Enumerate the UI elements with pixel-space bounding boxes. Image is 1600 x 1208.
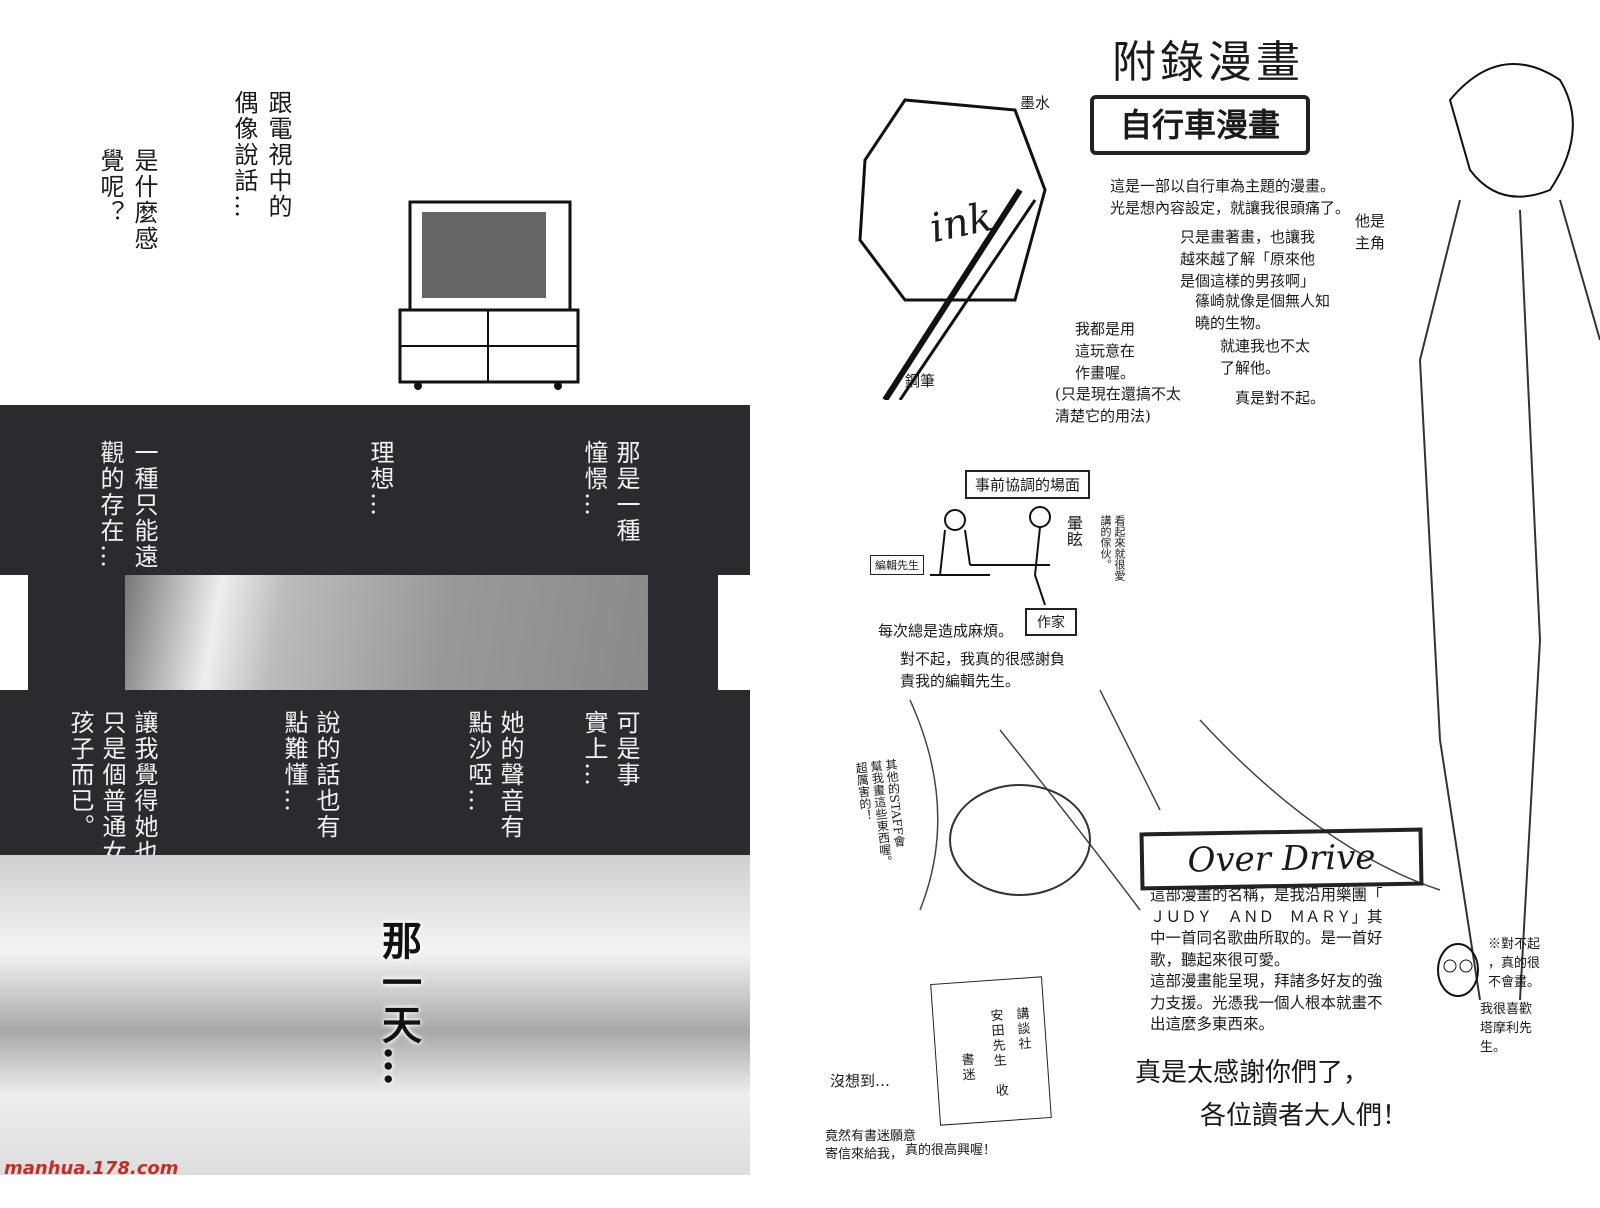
sorry-note: ※對不起 ，真的很 不會畫。 xyxy=(1488,937,1541,990)
cloud-sky-illustration xyxy=(0,855,750,1175)
watermark: manhua.178.com xyxy=(4,1158,179,1179)
thanks-line-2: 各位讀者大人們！ xyxy=(1200,1101,1409,1131)
narration-column: 是什麼感 xyxy=(130,148,158,252)
narration-column: 她的聲音有 xyxy=(496,710,524,840)
dark-panel xyxy=(0,405,750,575)
narration-column: 覺呢？ xyxy=(96,148,124,226)
overdrive-description: 這部漫畫的名稱，是我沿用樂團「 ＪＵＤＹ ＡＮＤ ＭＡＲＹ」其 中一首同名歌曲所… xyxy=(1150,886,1383,1033)
meeting-title-box: 事前協調的場面 xyxy=(965,470,1091,499)
tamori-face-sketch xyxy=(1437,943,1479,997)
page-title: 附錄漫畫 xyxy=(1112,37,1304,88)
meeting-sketch xyxy=(930,506,1051,605)
subtitle-box: 自行車漫畫 xyxy=(1090,95,1310,155)
protagonist-sketch xyxy=(1418,63,1600,1000)
dark-panel xyxy=(0,690,750,855)
letter-sender: 書迷 xyxy=(958,1052,976,1084)
editor-label-box: 編輯先生 xyxy=(870,555,924,575)
happy-note: 真的很高興喔！ xyxy=(905,1143,997,1158)
tv-illustration xyxy=(398,200,580,390)
narration-column: 讓我覺得她也 xyxy=(130,710,158,866)
narration-column: 孩子而已。 xyxy=(66,710,94,840)
note: 就連我也不太 了解他。 xyxy=(1220,337,1311,377)
note: 真是對不起。 xyxy=(1235,389,1326,407)
narration-column: 一種只能遠 xyxy=(130,440,158,570)
fan-letter-envelope: 講談社 安田先生 收 書迷 xyxy=(930,976,1052,1126)
narration-column: 點難懂… xyxy=(280,710,308,814)
narration-column: 那是一種 xyxy=(612,440,640,544)
overdrive-logo: Over Drive xyxy=(1139,827,1424,891)
ink-label: 墨水 xyxy=(1020,94,1051,112)
narration-column: 實上… xyxy=(580,710,608,788)
note: 篠崎就像是個無人知 曉的生物。 xyxy=(1195,292,1331,332)
pen-label: 鋼筆 xyxy=(905,372,936,390)
narration-column: 說的話也有 xyxy=(312,710,340,840)
pen-note: 我都是用 這玩意在 作畫喔。 xyxy=(1075,320,1136,382)
letter-address: 講談社 xyxy=(1013,1006,1032,1053)
pen-note: (只是現在還搞不太 清楚它的用法) xyxy=(1055,385,1181,425)
trouble-note: 每次總是造成麻煩。 xyxy=(878,622,1014,640)
intro-note: 這是一部以自行車為主題的漫畫。 光是想內容設定，就讓我很頭痛了。 xyxy=(1110,177,1351,217)
that-day-text: 那一天… xyxy=(375,920,422,1088)
letter-recipient: 安田先生 收 xyxy=(987,1008,1009,1099)
narration-column: 偶像說話… xyxy=(230,90,258,220)
note: 只是畫著畫，也讓我 越來越了解「原來他 是個這樣的男孩啊」 xyxy=(1180,228,1316,290)
narration-column: 理想… xyxy=(366,440,394,518)
narration-column: 點沙啞… xyxy=(464,710,492,814)
thanks-line-1: 真是太感謝你們了， xyxy=(1135,1058,1370,1088)
seems-dizzy-note: 看起來就很愛 講的傢伙。 xyxy=(1099,515,1126,581)
narration-column: 觀的存在… xyxy=(96,440,124,570)
narration-column: 只是個普通女 xyxy=(98,710,126,866)
thanks-editor-note: 對不起，我真的很感謝負 責我的編輯先生。 xyxy=(900,650,1066,690)
gradient-panel xyxy=(125,575,648,690)
unexpected-note: 沒想到… xyxy=(830,1072,891,1090)
writer-label-box: 作家 xyxy=(1025,608,1077,636)
narration-column: 憧憬… xyxy=(580,440,608,518)
bicycle-character-sketch xyxy=(909,690,1441,911)
narration-column: 可是事 xyxy=(612,710,640,788)
protagonist-note: 他是 主角 xyxy=(1355,212,1386,252)
narration-column: 跟電視中的 xyxy=(264,90,292,220)
tamori-note: 我很喜歡 塔摩利先 生。 xyxy=(1480,1002,1533,1055)
ink-bottle-pen-illustration xyxy=(858,98,1047,400)
fan-letter-note: 竟然有書迷願意 寄信來給我， xyxy=(825,1129,917,1162)
dizzy-label: 暈眩 xyxy=(1064,515,1083,547)
